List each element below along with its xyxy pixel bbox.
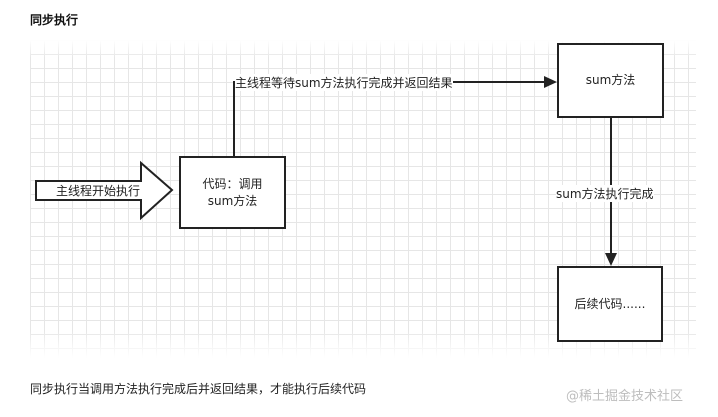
done-arrowhead: [605, 253, 617, 266]
page-title: 同步执行: [30, 13, 79, 27]
caption: 同步执行当调用方法执行完成后并返回结果，才能执行后续代码: [30, 382, 367, 396]
sum-method-box: sum方法: [557, 43, 664, 118]
code-call-box: 代码：调用 sum方法: [179, 156, 286, 229]
code-call-line2: sum方法: [207, 193, 258, 208]
done-edge-label: sum方法执行完成: [556, 185, 654, 202]
entry-arrow-label: 主线程开始执行: [56, 184, 141, 198]
sum-method-label: sum方法: [585, 73, 636, 87]
entry-block-arrow: [35, 160, 174, 221]
code-call-line1: 代码：调用: [202, 176, 263, 191]
call-arrowhead: [544, 76, 557, 88]
watermark: @稀土掘金技术社区: [566, 389, 684, 404]
canvas-fade-top: [30, 40, 696, 58]
subsequent-code-label: 后续代码......: [574, 296, 646, 311]
call-connector: [233, 81, 545, 157]
subsequent-code-box: 后续代码......: [557, 266, 663, 342]
call-edge-label: 主线程等待sum方法执行完成并返回结果: [235, 74, 453, 91]
